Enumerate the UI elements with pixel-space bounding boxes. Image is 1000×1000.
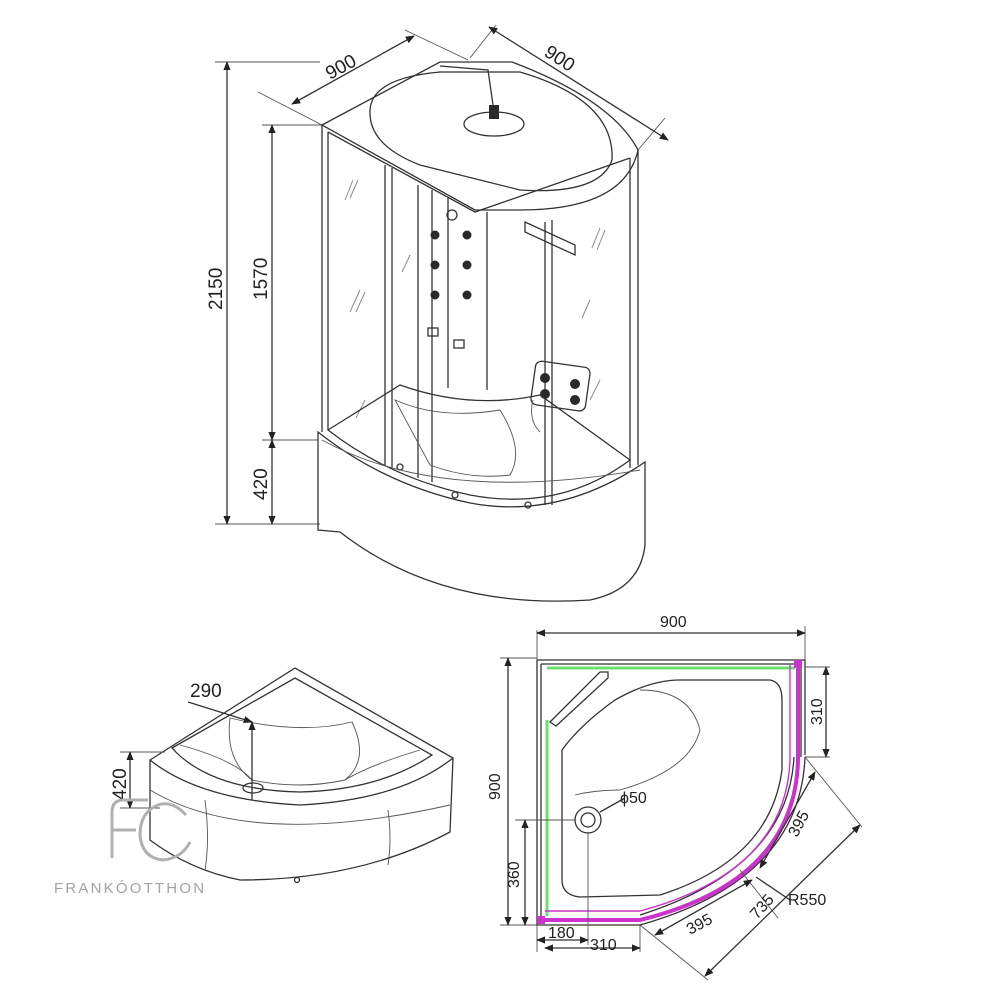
drain-symbol: ϕ50 — [574, 790, 647, 834]
cabin-roof — [320, 61, 639, 211]
plan-bottom-b-label: 310 — [590, 937, 617, 954]
curved-door-profile — [538, 664, 800, 922]
brand-logo: FRANKÓOTTHON — [54, 798, 206, 897]
tray-perspective-view: 290 420 — [110, 667, 454, 884]
tray-height-label: 420 — [251, 468, 272, 500]
total-height-label: 2150 — [206, 268, 227, 310]
dimension-cabin-width-left: 900 — [257, 29, 469, 126]
cabin-width-right-label: 900 — [540, 42, 578, 77]
drain-label: ϕ50 — [620, 790, 647, 807]
drain-offset-label: 360 — [506, 861, 523, 888]
plan-left-depth-label: 900 — [487, 773, 504, 800]
cabin-width-left-label: 900 — [322, 51, 360, 85]
dimension-plan-right-offset: 310 — [805, 666, 830, 758]
dimension-plan-bottom: 180 310 — [536, 832, 641, 954]
radius-label: R550 — [788, 892, 826, 909]
dimension-tray-height-small: 420 — [110, 751, 165, 809]
glass-height-label: 1570 — [251, 258, 272, 300]
tray-seat-depth-label: 290 — [190, 681, 222, 702]
cabin-glass-enclosure — [321, 125, 639, 505]
dimension-drain-offset: 360 — [506, 819, 575, 926]
dimension-total-height: 2150 — [206, 61, 320, 525]
cabin-tray-base — [317, 430, 646, 602]
cabin-isometric-view: 900 900 2150 1570 420 — [206, 24, 669, 602]
dimension-glass-height: 1570 — [251, 124, 322, 441]
cabin-tray-interior — [326, 384, 632, 509]
plan-top-width-label: 900 — [660, 614, 687, 631]
dimension-tray-height: 420 — [251, 439, 276, 525]
chord-label: 735 — [747, 891, 778, 922]
arc-bottom-label: 395 — [684, 911, 716, 939]
left-wall-profile — [545, 666, 795, 916]
brand-logo-text: FRANKÓOTTHON — [54, 880, 206, 897]
tray-height-small-label: 420 — [110, 768, 131, 800]
plan-bottom-a-label: 180 — [548, 925, 575, 942]
dimension-plan-top-width: 900 — [536, 614, 806, 660]
tray-plan-view: 900 900 ϕ50 — [487, 614, 863, 981]
plan-right-offset-label: 310 — [809, 698, 826, 725]
dimension-plan-left-depth: 900 — [487, 657, 537, 926]
dimension-tray-seat-depth: 290 — [187, 681, 256, 800]
